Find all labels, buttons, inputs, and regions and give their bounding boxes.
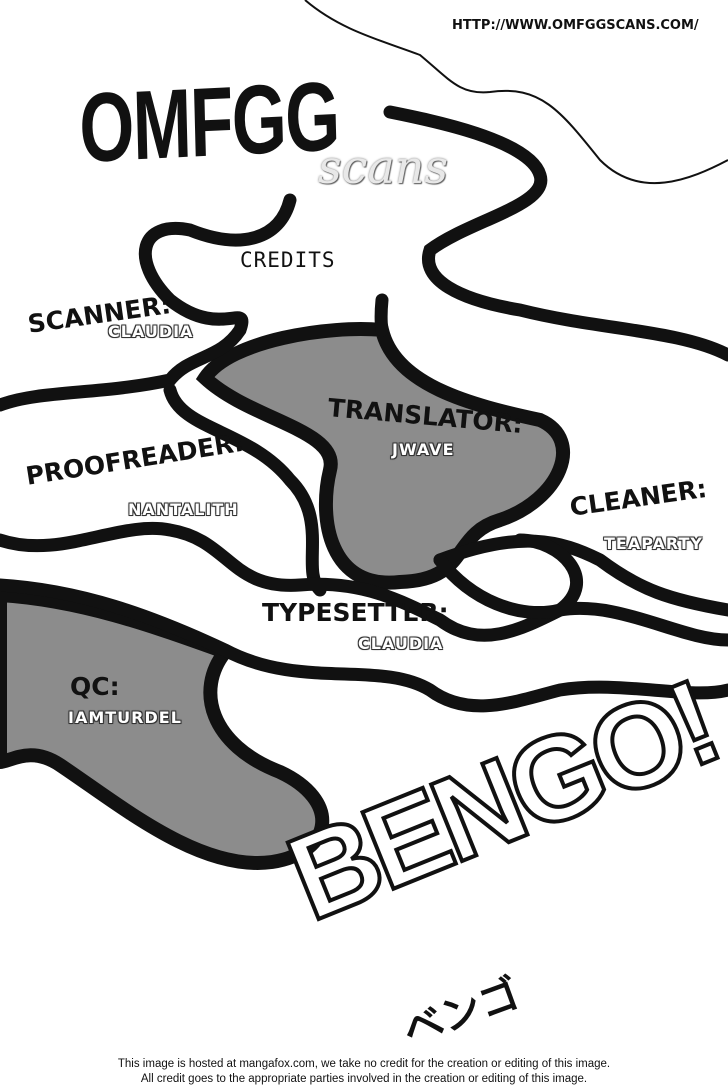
scanner-name: CLAUDIA (108, 322, 194, 341)
qc-role: QC: (70, 672, 120, 701)
proofreader-name: NANTALITH (128, 500, 239, 519)
website-url: HTTP://WWW.OMFGGSCANS.COM/ (452, 18, 699, 33)
footer-line-1: This image is hosted at mangafox.com, we… (117, 1058, 611, 1070)
typesetter-name: CLAUDIA (358, 634, 444, 653)
omfgg-logo: OMFGG (78, 60, 340, 183)
scans-logo: scans (318, 140, 449, 194)
qc-name: IAMTURDEL (68, 708, 182, 727)
credits-heading: CREDITS (240, 248, 336, 272)
thin-line (304, 0, 728, 184)
footer-line-2: All credit goes to the appropriate parti… (140, 1073, 588, 1085)
translator-name: JWAVE (392, 440, 455, 459)
typesetter-role: TYPESETTER: (262, 598, 449, 627)
cleaner-name: TEAPARTY (604, 534, 703, 553)
